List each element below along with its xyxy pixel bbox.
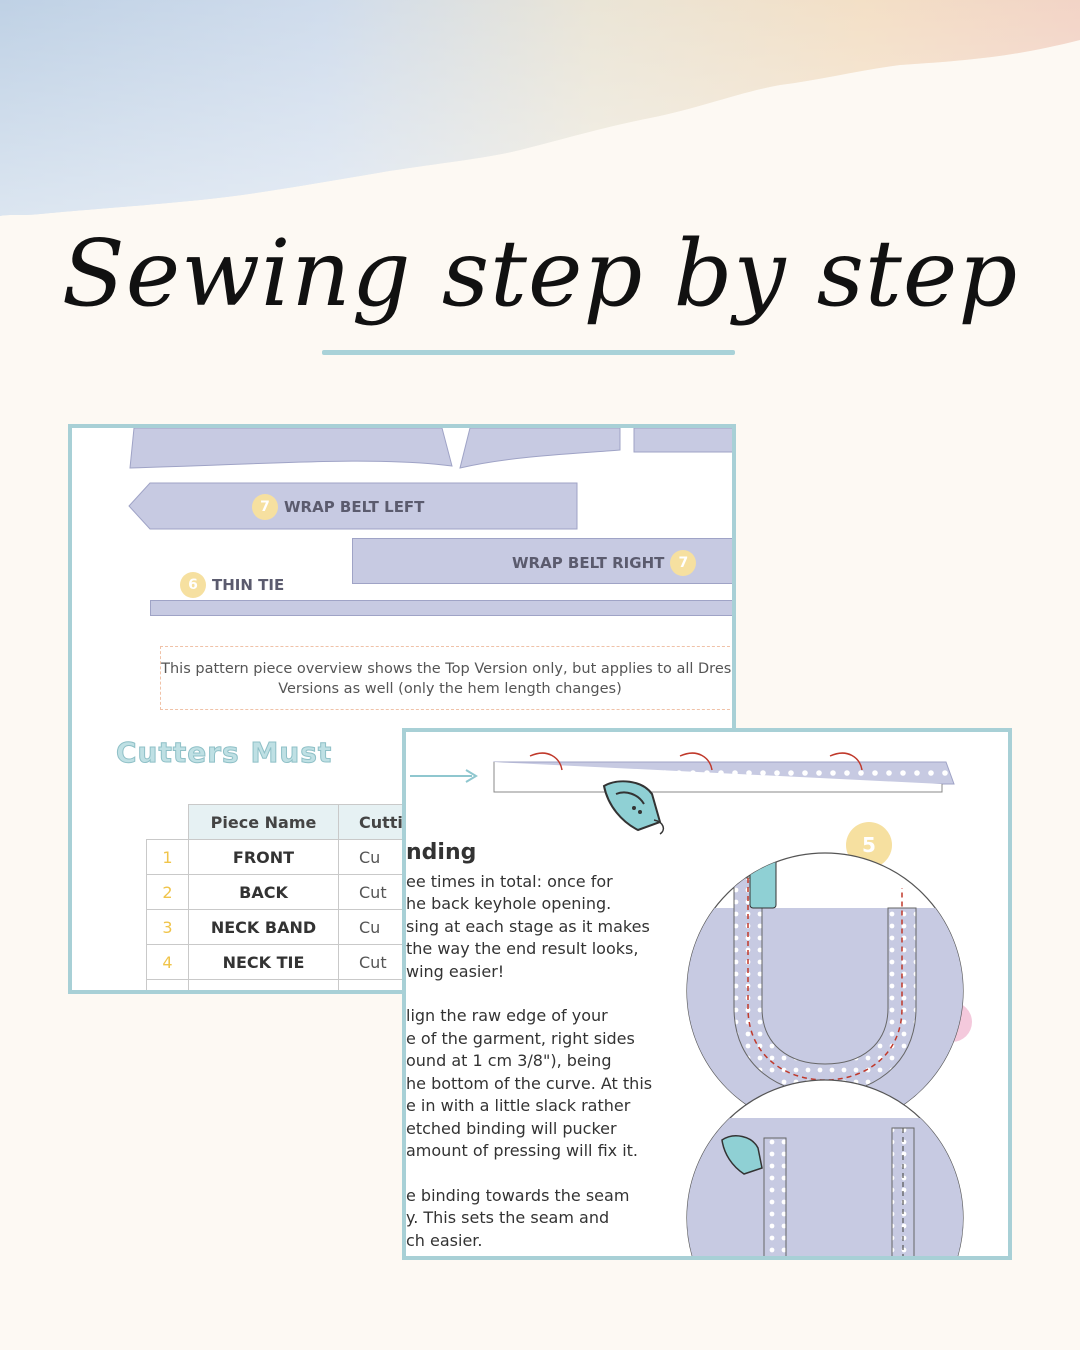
pressed-binding-strip bbox=[493, 752, 955, 793]
wrap-belt-right-piece bbox=[352, 538, 732, 584]
wrap-belt-right-label: WRAP BELT RIGHT 7 bbox=[512, 550, 697, 576]
thin-tie-piece bbox=[150, 600, 732, 616]
cutting-table: Piece Name Cuttin 1 FRONT Cu 2 BACK Cut … bbox=[146, 804, 459, 990]
column-header: Piece Name bbox=[188, 804, 339, 840]
instructions-text: nding ee times in total: once for he bac… bbox=[406, 840, 676, 1256]
page-title: Sewing step by step bbox=[61, 220, 1019, 327]
instruction-paragraph: ee times in total: once for he back keyh… bbox=[406, 871, 650, 981]
table-row: 1 FRONT Cu bbox=[146, 839, 459, 875]
instruction-paragraph: e binding towards the seam y. This sets … bbox=[406, 1185, 630, 1250]
title-underline bbox=[322, 350, 735, 355]
binding-instructions-card: nding ee times in total: once for he bac… bbox=[402, 728, 1012, 1260]
binding-illustration bbox=[686, 852, 964, 1256]
piece-number-badge: 6 bbox=[180, 572, 206, 598]
watercolor-banner bbox=[0, 0, 1080, 216]
wrap-belt-left-piece bbox=[128, 482, 578, 530]
thin-tie-label: 6 THIN TIE bbox=[180, 572, 284, 598]
section-heading: Cutters Must bbox=[115, 736, 333, 770]
pattern-overview-card: 7 WRAP BELT LEFT WRAP BELT RIGHT 7 6 THI… bbox=[68, 424, 736, 994]
piece-number-badge: 7 bbox=[670, 550, 697, 576]
piece-number-badge: 7 bbox=[252, 494, 278, 520]
instruction-paragraph: lign the raw edge of your e of the garme… bbox=[406, 1006, 653, 1160]
arrow-right-icon bbox=[410, 769, 478, 783]
overview-note: This pattern piece overview shows the To… bbox=[160, 646, 732, 710]
iron-icon bbox=[602, 780, 665, 835]
pattern-pieces-top bbox=[129, 428, 732, 469]
instructions-heading: nding bbox=[406, 840, 477, 865]
wrap-belt-left-label: 7 WRAP BELT LEFT bbox=[252, 494, 424, 520]
